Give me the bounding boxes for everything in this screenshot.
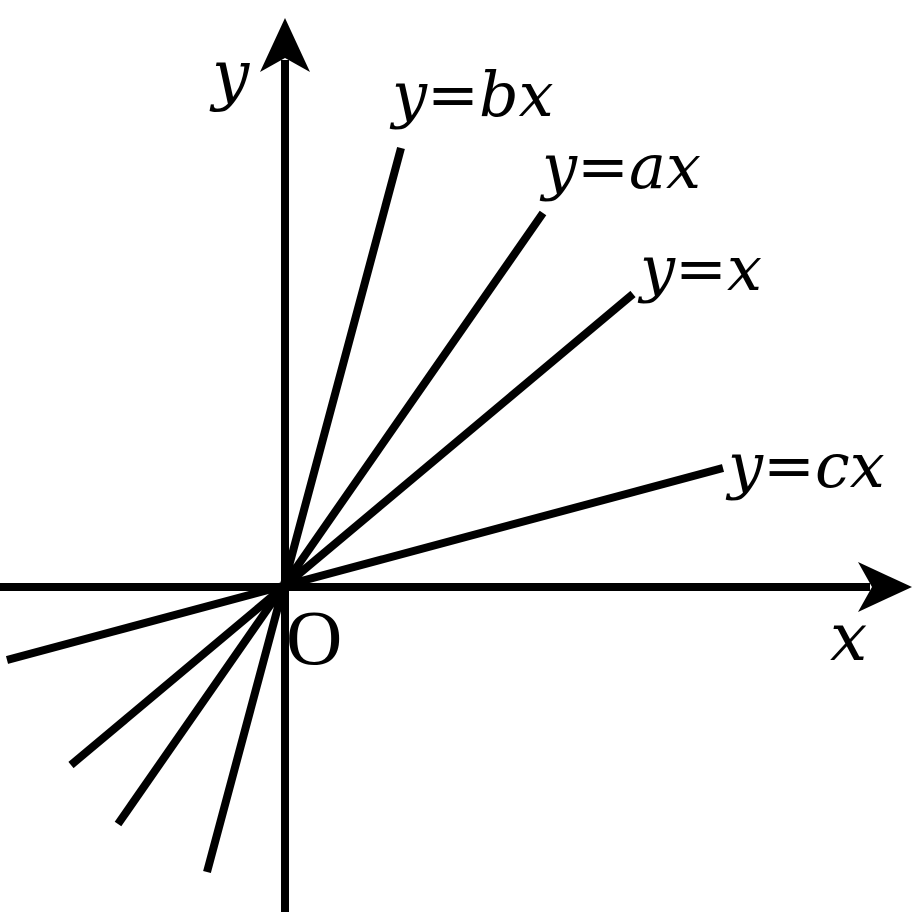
line-label-y-bx: y=bx [389, 58, 554, 131]
line-y-x [68, 290, 636, 769]
x-axis-arrowhead [858, 562, 912, 612]
y-axis-label: y [209, 36, 250, 113]
line-label-y-ax: y=ax [539, 130, 701, 203]
line-y-bx [203, 146, 405, 874]
line-label-y-cx: y=cx [725, 429, 885, 502]
x-axis-label: x [830, 599, 867, 676]
line-label-y-x: y=x [637, 232, 762, 305]
line-y-ax [114, 210, 547, 827]
y-axis-arrowhead [260, 18, 310, 72]
line-y-cx [5, 464, 725, 664]
origin-label: O [286, 594, 342, 681]
